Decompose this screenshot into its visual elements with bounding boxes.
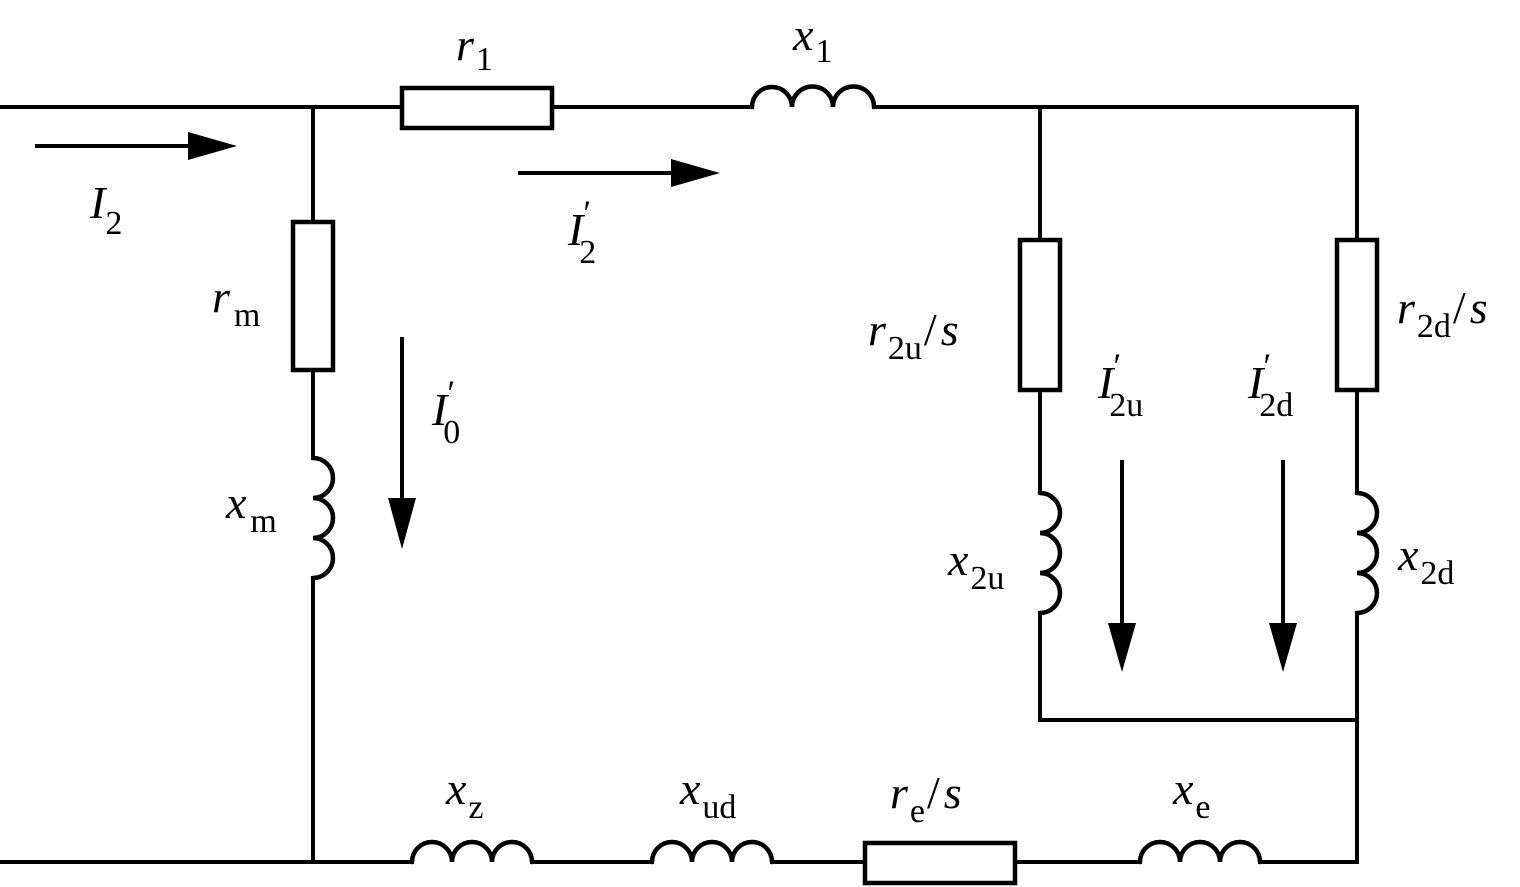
inductor-xe — [1137, 839, 1263, 865]
wires — [0, 105, 1359, 864]
arrow-I2 — [35, 132, 237, 160]
inductor-xud — [649, 839, 775, 865]
resistor-re — [862, 840, 1018, 886]
arrow-I2u-prime — [1108, 460, 1136, 672]
arrow-I2d-prime — [1269, 460, 1297, 672]
label-xud: xud — [679, 763, 736, 826]
label-I0-prime: I′0 — [431, 373, 460, 451]
label-r1: r1 — [456, 19, 493, 78]
label-I2-prime: I′2 — [567, 193, 596, 271]
label-r2u-over-s: r2u/s — [868, 304, 959, 367]
arrow-I0-prime — [388, 337, 416, 549]
label-I2: I2 — [89, 177, 122, 242]
inductor-x1 — [749, 84, 877, 110]
inductor-xz — [409, 839, 535, 865]
arrow-I2-prime — [518, 159, 720, 187]
inductor-x2d — [1354, 490, 1380, 616]
resistor-rm — [290, 219, 336, 373]
label-x1: x1 — [792, 9, 832, 70]
label-I2d-prime: I′2d — [1247, 346, 1293, 424]
label-r2d-over-s: r2d/s — [1397, 282, 1488, 345]
label-x2u: x2u — [947, 534, 1004, 597]
resistor-r2d — [1334, 237, 1380, 393]
label-I2u-prime: I′2u — [1097, 346, 1143, 424]
resistor-r1 — [399, 85, 555, 131]
label-re-over-s: re/s — [890, 767, 962, 830]
inductor-x2u — [1037, 490, 1063, 616]
inductor-xm — [310, 455, 336, 581]
resistor-r2u — [1017, 237, 1063, 393]
label-xz: xz — [445, 763, 484, 826]
label-x2d: x2d — [1397, 529, 1454, 592]
label-xe: xe — [1172, 763, 1211, 826]
